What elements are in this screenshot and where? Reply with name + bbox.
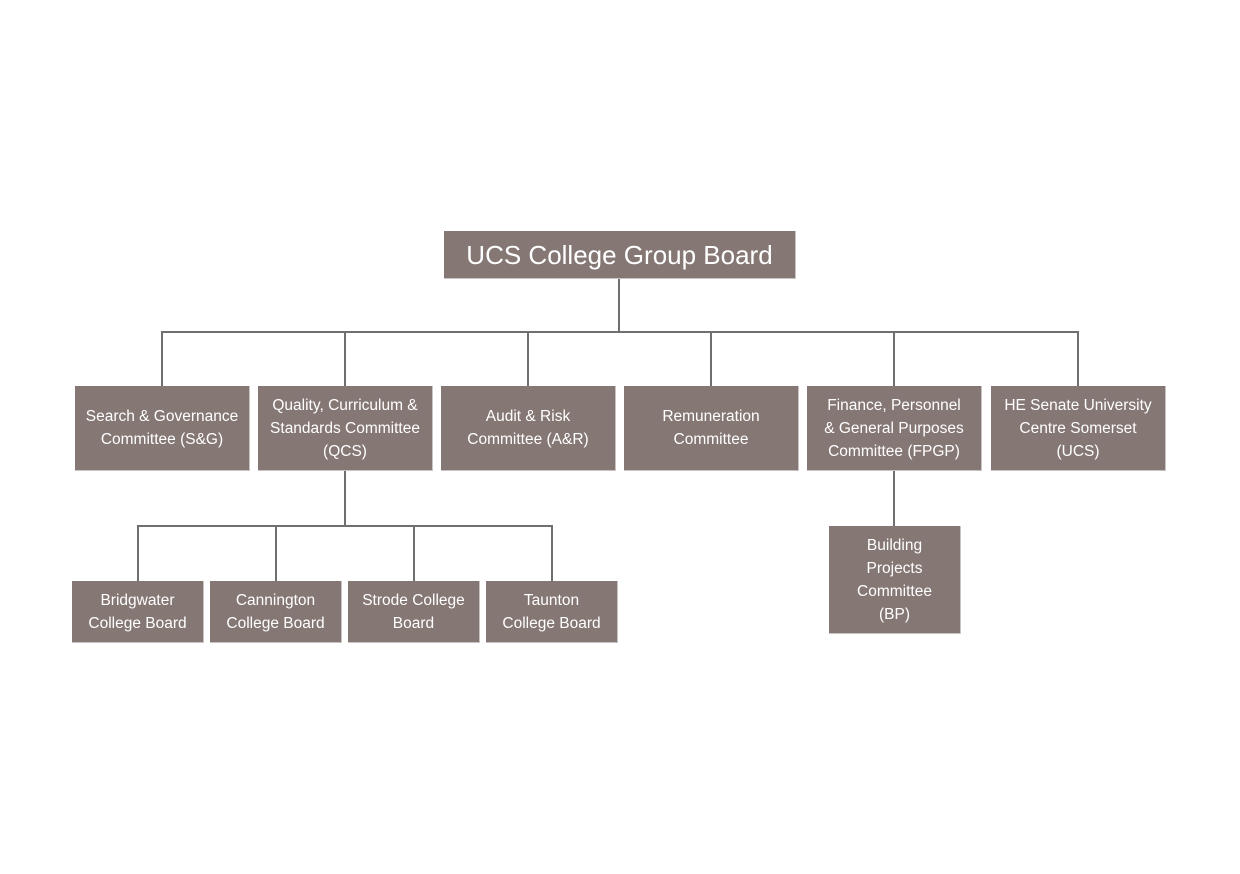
connector-root-down bbox=[618, 279, 620, 332]
connector-colleges-bus bbox=[137, 525, 553, 527]
node-strode-college-board: Strode College Board bbox=[348, 581, 480, 643]
connector-fpgp-down bbox=[893, 471, 895, 526]
node-bridgwater-college-board: Bridgwater College Board bbox=[72, 581, 204, 643]
connector-committee-drop bbox=[344, 331, 346, 386]
node-label: Bridgwater College Board bbox=[88, 591, 187, 632]
node-audit-risk-committee: Audit & Risk Committee (A&R) bbox=[441, 386, 616, 471]
connector-committee-drop bbox=[893, 331, 895, 386]
connector-college-drop bbox=[551, 525, 553, 581]
node-ucs-college-group-board: UCS College Group Board bbox=[444, 231, 796, 279]
node-label: Building Projects Committee (BP) bbox=[857, 536, 932, 623]
node-cannington-college-board: Cannington College Board bbox=[210, 581, 342, 643]
connector-college-drop bbox=[275, 525, 277, 581]
node-label: Remuneration Committee bbox=[662, 408, 760, 448]
node-label: Search & Governance Committee (S&G) bbox=[85, 408, 239, 448]
node-taunton-college-board: Taunton College Board bbox=[486, 581, 618, 643]
node-label: HE Senate University Centre Somerset (UC… bbox=[1004, 396, 1152, 460]
node-quality-curriculum-standards-committee: Quality, Curriculum & Standards Committe… bbox=[258, 386, 433, 471]
connector-qcs-down bbox=[344, 471, 346, 527]
node-search-governance-committee: Search & Governance Committee (S&G) bbox=[75, 386, 250, 471]
connector-committee-drop bbox=[710, 331, 712, 386]
node-label: UCS College Group Board bbox=[466, 239, 773, 270]
node-label: Cannington College Board bbox=[226, 591, 325, 632]
connector-college-drop bbox=[137, 525, 139, 581]
connector-committee-drop bbox=[161, 331, 163, 386]
connector-college-drop bbox=[413, 525, 415, 581]
node-remuneration-committee: Remuneration Committee bbox=[624, 386, 799, 471]
connector-committee-drop bbox=[1077, 331, 1079, 386]
node-label: Audit & Risk Committee (A&R) bbox=[467, 408, 589, 448]
node-finance-personnel-general-purposes-committee: Finance, Personnel & General Purposes Co… bbox=[807, 386, 982, 471]
node-label: Finance, Personnel & General Purposes Co… bbox=[824, 396, 964, 460]
node-label: Quality, Curriculum & Standards Committe… bbox=[270, 396, 420, 460]
node-he-senate-university-centre-somerset: HE Senate University Centre Somerset (UC… bbox=[991, 386, 1166, 471]
connector-committees-bus bbox=[161, 331, 1079, 333]
node-building-projects-committee: Building Projects Committee (BP) bbox=[829, 526, 961, 634]
connector-committee-drop bbox=[527, 331, 529, 386]
node-label: Strode College Board bbox=[362, 591, 465, 632]
node-label: Taunton College Board bbox=[502, 591, 601, 632]
